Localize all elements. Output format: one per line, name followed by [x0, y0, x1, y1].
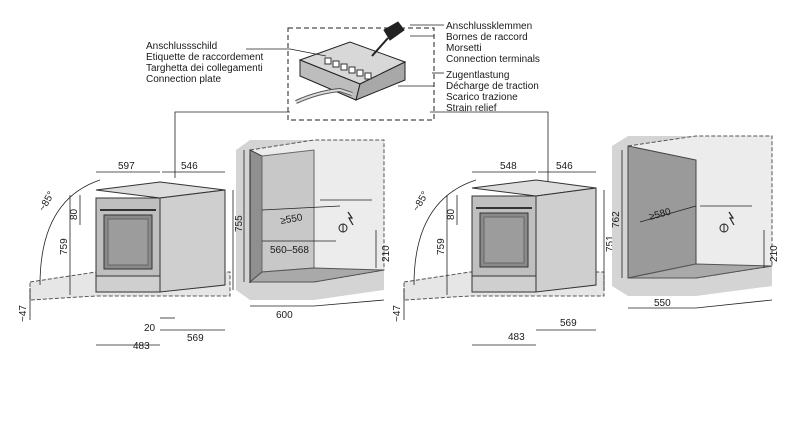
- right-niche-socket-height: 210: [769, 245, 780, 262]
- callout-connection-terminals: Anschlussklemmen Bornes de raccord Morse…: [446, 21, 540, 65]
- left-oven-base-depth: 569: [187, 333, 204, 344]
- left-oven-depth: 546: [181, 161, 198, 172]
- screwdriver-icon: [371, 21, 405, 57]
- connection-detail: [287, 21, 435, 121]
- left-niche-height: 755: [234, 215, 245, 232]
- left-oven-front: 20: [144, 323, 156, 334]
- right-niche-width: 550: [654, 298, 671, 309]
- right-oven-angle: ~85°: [411, 190, 431, 214]
- terminal-box-icon: [295, 41, 407, 104]
- left-oven-drawing: 597 546 80 759 751 20 569 483 ~85° ~47: [18, 161, 246, 352]
- right-oven-top-offset: 80: [446, 208, 457, 220]
- left-oven-top-offset: 80: [69, 208, 80, 220]
- right-oven-side-height: 751: [605, 235, 616, 252]
- left-niche-width-range: 560–568: [270, 245, 309, 256]
- left-niche-drawing: 755 ≥550 560–568 210 600: [234, 139, 392, 321]
- right-oven-drawing: 548 546 80 759 751 569 483 ~85° ~47: [392, 161, 616, 346]
- left-oven-height: 759: [59, 238, 70, 255]
- right-oven-depth: 546: [556, 161, 573, 172]
- callout-strain-2: Décharge de traction: [446, 81, 539, 92]
- left-oven-width: 597: [118, 161, 135, 172]
- right-oven-clearance: ~47: [392, 305, 403, 322]
- callout-terminals-4: Connection terminals: [446, 54, 540, 65]
- left-oven-base-width: 483: [133, 341, 150, 352]
- callout-terminals-1: Anschlussklemmen: [446, 21, 532, 32]
- power-socket-icon: [719, 211, 735, 233]
- right-niche-height: 762: [611, 211, 622, 228]
- callout-terminals-3: Morsetti: [446, 43, 482, 54]
- left-niche-width: 600: [276, 310, 293, 321]
- left-oven-angle: ~85°: [37, 190, 57, 214]
- left-niche-socket-height: 210: [381, 245, 392, 262]
- callout-plate-2: Etiquette de raccordement: [146, 52, 264, 63]
- left-niche-depth: ≥550: [280, 212, 304, 227]
- power-socket-icon: [338, 211, 354, 233]
- callout-plate-3: Targhetta dei collegamenti: [146, 63, 263, 74]
- callout-plate-1: Anschlussschild: [146, 41, 217, 52]
- callout-strain-4: Strain relief: [446, 103, 497, 114]
- left-oven-clearance: ~47: [18, 305, 29, 322]
- right-oven-base-depth: 569: [560, 318, 577, 329]
- callout-strain-relief: Zugentlastung Décharge de traction Scari…: [446, 70, 539, 114]
- callout-connection-plate: Anschlussschild Etiquette de raccordemen…: [146, 41, 264, 85]
- right-oven-width: 548: [500, 161, 517, 172]
- callout-terminals-2: Bornes de raccord: [446, 32, 528, 43]
- right-niche-drawing: 762 ≥580 210 550: [611, 135, 780, 309]
- right-oven-height: 759: [436, 238, 447, 255]
- callout-plate-4: Connection plate: [146, 74, 221, 85]
- callout-strain-3: Scarico trazione: [446, 92, 518, 103]
- callout-strain-1: Zugentlastung: [446, 70, 509, 81]
- right-oven-base-width: 483: [508, 332, 525, 343]
